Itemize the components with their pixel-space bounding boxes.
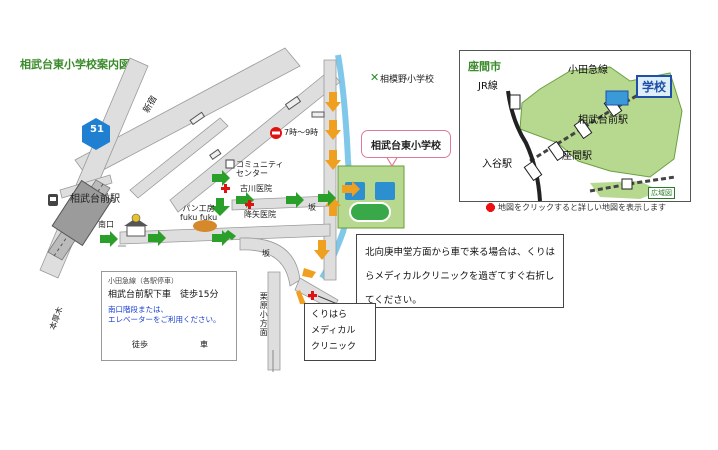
slope-label-2: 坂 xyxy=(262,249,270,258)
crossing-marks xyxy=(189,95,325,161)
community-center-icon xyxy=(225,159,235,169)
odakyu-line-label: 小田急線 xyxy=(568,65,608,76)
inset-iriya-label: 入谷駅 xyxy=(482,159,512,170)
south-exit-label: 南口 xyxy=(98,220,114,229)
slope-label: 坂 xyxy=(308,203,316,212)
kouya-clinic-label: 降矢医院 xyxy=(244,210,276,219)
route-51-shield xyxy=(82,118,110,150)
south-station-icon xyxy=(621,178,633,190)
school-location-icon xyxy=(605,90,629,106)
inset-click-note: 地図をクリックすると詳しい地図を表示します xyxy=(486,202,666,213)
furukawa-clinic-label: 古川医院 xyxy=(240,184,272,193)
click-hint-icon xyxy=(486,203,495,212)
inset-zama-label: 座間駅 xyxy=(562,151,592,162)
route-51-label: 51 xyxy=(90,124,104,135)
inset-note-text: 地図をクリックすると詳しい地図を表示します xyxy=(498,203,666,212)
school-building-icon xyxy=(375,182,395,200)
car-route-arrows xyxy=(296,92,360,304)
access-info-box: 小田急線（各駅停車） 相武台前駅下車 徒歩15分 南口階段または、 エレベーター… xyxy=(101,271,237,361)
bakery-label: パン工房 fuku fuku xyxy=(180,204,218,223)
no-entry-label: 7時～9時 xyxy=(284,128,319,137)
bakery-bread-icon xyxy=(193,220,217,232)
sagamidai-station-label: 相武台前駅 xyxy=(70,194,120,205)
kurihara-direction-label: 栗原小方面 xyxy=(259,292,269,337)
community-center-label: コミュニティ センター xyxy=(236,160,284,179)
kurihara-clinic-label: くりはら メディカル クリニック xyxy=(304,303,376,361)
legend-car-label: 車 xyxy=(200,340,208,349)
inset-sagamidai-label: 相武台前駅 xyxy=(578,115,628,126)
sagamino-school-mark: ✕ xyxy=(370,71,379,84)
cross-icon xyxy=(221,184,317,300)
zama-station-icon xyxy=(547,140,567,162)
south-exit-note: 南口階段または、 エレベーターをご利用ください。 xyxy=(108,305,221,325)
wide-area-map-link[interactable]: 座間市 JR線 小田急線 学校 相武台前駅 入谷駅 座間駅 広域図 xyxy=(459,50,691,202)
map-title: 相武台東小学校案内図 xyxy=(20,58,130,71)
schoolyard-track xyxy=(349,202,391,222)
wide-area-label: 広域図 xyxy=(648,187,675,199)
legend: 徒歩 車 xyxy=(108,339,208,350)
inset-school-label: 学校 xyxy=(636,75,673,98)
sagamidai-station-icon xyxy=(573,118,593,140)
jr-line-label: JR線 xyxy=(478,81,498,92)
inset-city-label: 座間市 xyxy=(468,60,501,73)
jr-station-icon xyxy=(509,94,521,110)
access-label: 相武台前駅下車 徒歩15分 xyxy=(108,290,219,300)
legend-walk-label: 徒歩 xyxy=(132,340,148,349)
school-name-callout: 相武台東小学校 xyxy=(361,130,451,158)
car-directions-note: 北向庚申堂方面から車で来る場合は、くりはらメディカルクリニックを過ぎてすぐ右折し… xyxy=(356,234,564,308)
sagamino-school-label: 相模野小学校 xyxy=(380,75,435,85)
train-line-label: 小田急線（各駅停車） xyxy=(108,277,178,285)
iriya-station-icon xyxy=(523,160,543,182)
station-platform xyxy=(51,179,113,247)
